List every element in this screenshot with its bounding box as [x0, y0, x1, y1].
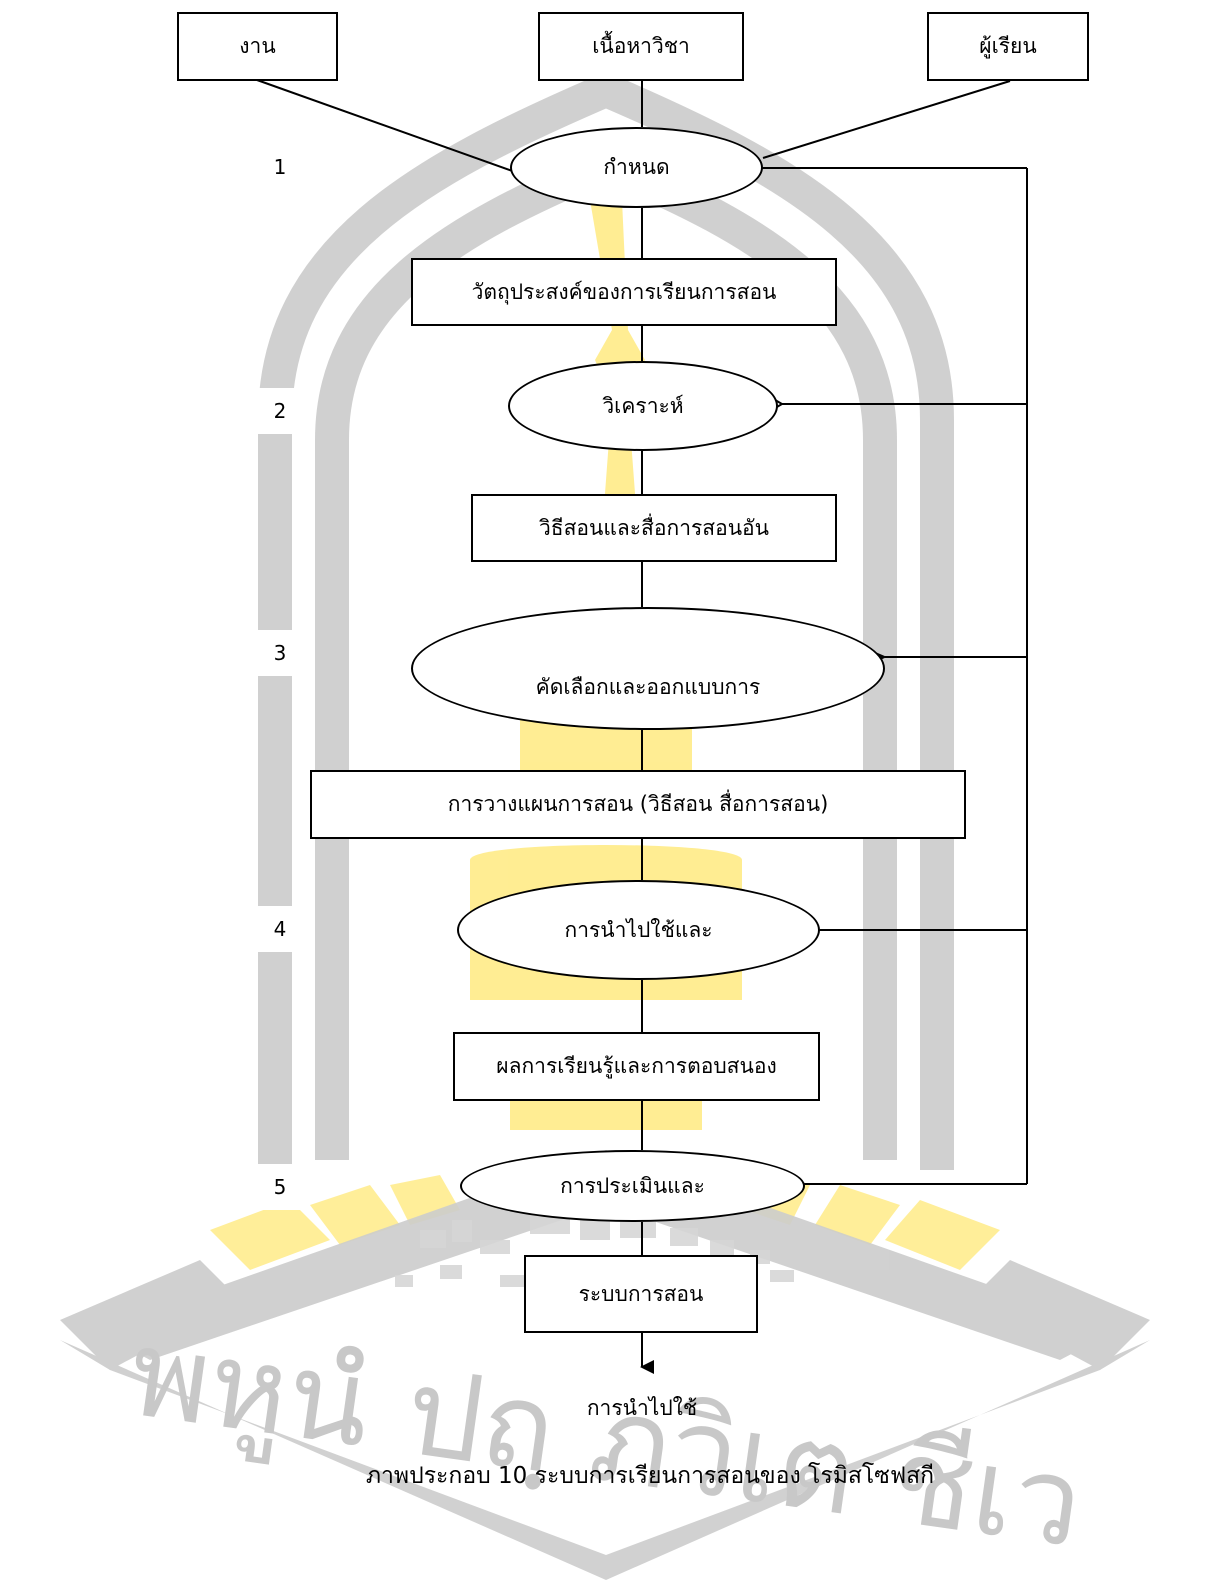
output-methods-label: วิธีสอนและสื่อการสอนอัน [538, 515, 770, 540]
output-objectives-box: วัตถุประสงค์ของการเรียนการสอน [411, 258, 837, 326]
process-select-design: คัดเลือกและออกแบบการ [411, 607, 885, 730]
process-select-design-label: คัดเลือกและออกแบบการ [535, 675, 761, 699]
step-number: 3 [256, 630, 304, 676]
process-evaluate-label: การประเมินและ [560, 1173, 705, 1198]
process-implement-label: การนำไปใช้และ [564, 917, 713, 942]
input-content-label: เนื้อหาวิชา [592, 34, 690, 58]
input-learner-label: ผู้เรียน [979, 34, 1037, 58]
process-analyze: วิเคราะห์ [508, 361, 778, 451]
step-number: 4 [256, 906, 304, 952]
process-define-label: กำหนด [603, 155, 670, 179]
process-evaluate: การประเมินและ [460, 1150, 805, 1222]
output-planning-label: การวางแผนการสอน (วิธีสอน สื่อการสอน) [447, 792, 829, 816]
input-content-box: เนื้อหาวิชา [538, 12, 744, 81]
process-implement: การนำไปใช้และ [457, 880, 820, 980]
process-define: กำหนด [510, 127, 763, 208]
output-objectives-label: วัตถุประสงค์ของการเรียนการสอน [471, 279, 777, 304]
output-learning-results-label: ผลการเรียนรู้และการตอบสนอง [496, 1054, 777, 1078]
input-work-box: งาน [177, 12, 338, 81]
step-number: 5 [256, 1164, 304, 1210]
final-output-label: การนำไปใช้ [586, 1396, 698, 1420]
step-number: 2 [256, 388, 304, 434]
output-teaching-system-label: ระบบการสอน [578, 1281, 704, 1306]
input-learner-box: ผู้เรียน [927, 12, 1089, 81]
step-number: 1 [256, 144, 304, 190]
process-analyze-label: วิเคราะห์ [602, 393, 684, 418]
output-teaching-system-box: ระบบการสอน [524, 1255, 758, 1333]
output-learning-results-box: ผลการเรียนรู้และการตอบสนอง [453, 1032, 820, 1101]
output-planning-box: การวางแผนการสอน (วิธีสอน สื่อการสอน) [310, 770, 966, 839]
output-methods-box: วิธีสอนและสื่อการสอนอัน [471, 494, 837, 562]
figure-caption: ภาพประกอบ 10 ระบบการเรียนการสอนของ โรมิส… [365, 1463, 935, 1489]
input-work-label: งาน [239, 34, 276, 58]
